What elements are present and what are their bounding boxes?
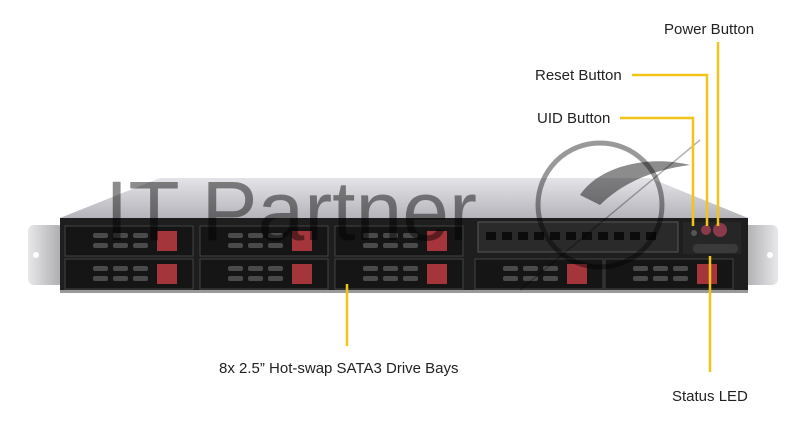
vent-slot [582, 232, 592, 240]
vent-slot [646, 232, 656, 240]
drive-bay[interactable] [474, 258, 604, 290]
vent-slot [550, 232, 560, 240]
watermark-logo-ring [535, 140, 665, 270]
drive-bay[interactable] [64, 225, 194, 257]
vent-slot [534, 232, 544, 240]
drive-latch[interactable] [697, 264, 717, 284]
vent-slot [630, 232, 640, 240]
drive-bays-label: 8x 2.5” Hot-swap SATA3 Drive Bays [219, 360, 459, 377]
drive-latch[interactable] [292, 264, 312, 284]
drive-latch[interactable] [427, 264, 447, 284]
watermark-text: IT Partner [105, 164, 477, 258]
vent-slot [598, 232, 608, 240]
drive-bay[interactable] [64, 258, 194, 290]
reset-button[interactable] [701, 225, 711, 235]
status-led-label: Status LED [672, 388, 748, 405]
vent-slot [486, 232, 496, 240]
top-cover [60, 178, 748, 218]
reset-button-label: Reset Button [535, 67, 622, 84]
drive-latch[interactable] [157, 231, 177, 251]
power-button-label: Power Button [664, 21, 755, 38]
drive-bay[interactable] [334, 225, 464, 257]
drive-latch[interactable] [567, 264, 587, 284]
drive-bay[interactable] [604, 258, 734, 290]
vent-slot [518, 232, 528, 240]
uid-button[interactable] [691, 230, 697, 236]
watermark-logo-swoosh [580, 161, 690, 205]
drive-bay[interactable] [199, 258, 329, 290]
vent-slot [502, 232, 512, 240]
vent-slot [614, 232, 624, 240]
drive-bay[interactable] [334, 258, 464, 290]
left-rack-ear [28, 225, 64, 285]
drive-latch[interactable] [292, 231, 312, 251]
drive-latch[interactable] [427, 231, 447, 251]
right-rack-ear [742, 225, 778, 285]
drive-latch[interactable] [157, 264, 177, 284]
uid-button-label: UID Button [537, 110, 611, 127]
status-leds [693, 244, 738, 253]
vent-slot [566, 232, 576, 240]
drive-bay[interactable] [199, 225, 329, 257]
power-button[interactable] [713, 223, 727, 237]
callout-lines [345, 42, 720, 372]
